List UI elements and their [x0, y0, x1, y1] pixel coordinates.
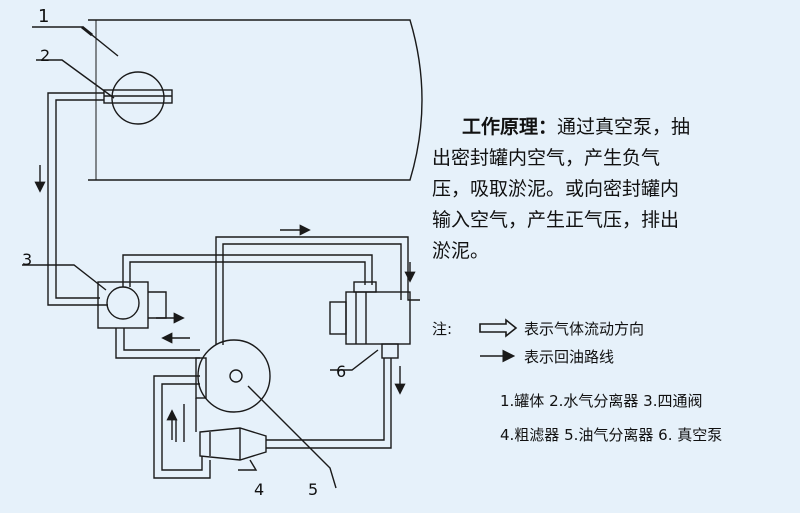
legend-row-oil: 表示回油路线 — [524, 346, 614, 366]
working-principle-title: 工作原理： — [462, 116, 558, 138]
vacuum-pump — [329, 281, 411, 359]
leader-line-1-tip — [81, 25, 93, 37]
leader-line-2 — [36, 59, 115, 99]
oil-gas-separator — [195, 339, 271, 413]
label-separator: 2 — [40, 46, 51, 65]
description-line-3: 压，吸取淤泥。或向密封罐内 — [432, 178, 680, 200]
working-principle: 工作原理：通过真空泵，抽 出密封罐内空气，产生负气 压，吸取淤泥。或向密封罐内 … — [432, 112, 772, 267]
pipe-pump-to-filter — [266, 358, 392, 449]
leader-line-5 — [247, 385, 337, 489]
leader-line-3 — [22, 264, 107, 291]
leader-line-6 — [330, 349, 379, 371]
leader-line-4 — [238, 459, 258, 471]
hollow-arrow-icon — [479, 318, 518, 338]
legend-text-gas: 表示气体流动方向 — [524, 319, 645, 338]
coarse-filter — [199, 427, 267, 461]
label-oil-separator: 5 — [308, 480, 319, 499]
legend-row-gas: 表示气体流动方向 — [524, 318, 644, 338]
pipe-valve-to-pump — [122, 236, 420, 345]
tank — [88, 19, 423, 181]
label-tank: 1 — [38, 6, 50, 27]
description-line-5: 淤泥。 — [432, 240, 490, 262]
label-four-way-valve: 3 — [22, 250, 33, 269]
note-prefix: 注: — [432, 320, 453, 338]
four-way-valve — [97, 281, 167, 329]
description-line-2: 出密封罐内空气，产生负气 — [432, 147, 661, 169]
pipe-oil-return — [153, 375, 211, 479]
pipe-valve-to-oil-separator — [115, 328, 200, 359]
legend-text-oil: 表示回油路线 — [524, 347, 615, 366]
pipe-tank-to-valve — [47, 92, 108, 306]
label-vacuum-pump: 6 — [336, 362, 347, 381]
label-coarse-filter: 4 — [254, 480, 265, 499]
parts-list-line-1: 1.罐体 2.水气分离器 3.四通阀 — [500, 392, 703, 410]
water-gas-separator — [103, 71, 173, 125]
parts-list-line-2: 4.粗滤器 5.油气分离器 6. 真空泵 — [500, 426, 723, 444]
description-line-4: 输入空气，产生正气压，排出 — [432, 209, 680, 231]
description-line-1: 通过真空泵，抽 — [557, 116, 691, 138]
